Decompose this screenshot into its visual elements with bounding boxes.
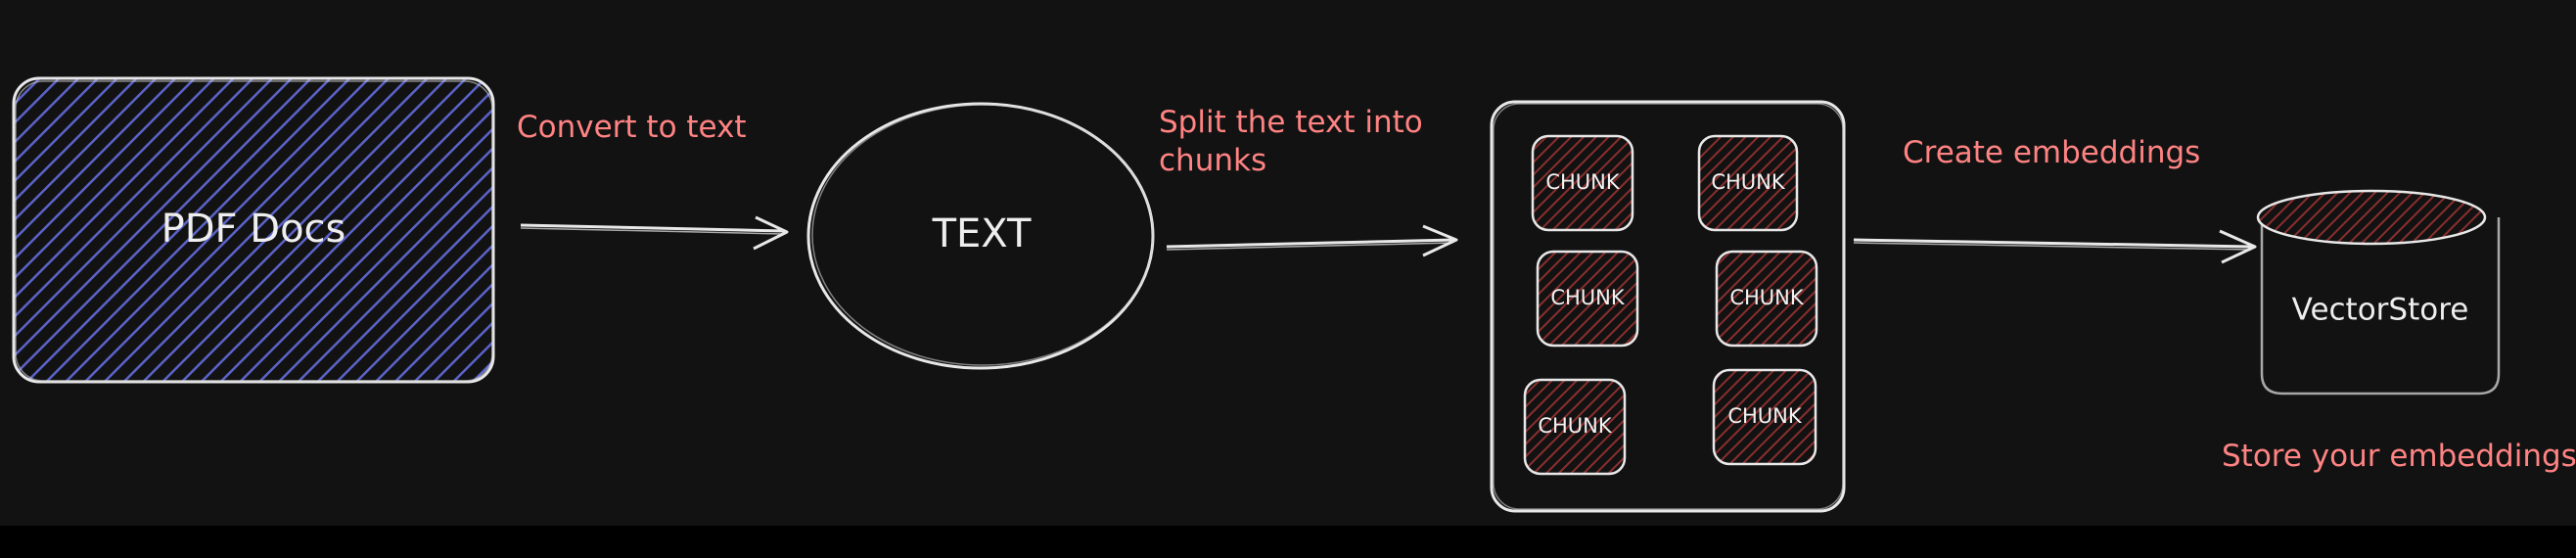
chunk-2-label: CHUNK [1711, 170, 1786, 194]
chunk-4-label: CHUNK [1729, 286, 1805, 309]
vectorstore-label: VectorStore [2292, 293, 2469, 328]
arrow-pdf-to-text [520, 215, 789, 251]
create-embeddings-label: Create embeddings [1903, 135, 2200, 170]
diagram-canvas: PDF Docs Convert to text TEXT Split the … [0, 0, 2576, 526]
text-node-label: TEXT [932, 211, 1032, 256]
store-embeddings-label: Store your embeddings [2222, 439, 2576, 474]
chunk-3: CHUNK [1536, 250, 1639, 348]
split-text-label-line2: chunks [1159, 143, 1266, 178]
chunk-4: CHUNK [1715, 250, 1818, 348]
convert-to-text-label: Convert to text [517, 110, 747, 145]
chunk-1-label: CHUNK [1545, 170, 1621, 194]
vectorstore-node: VectorStore [2256, 189, 2501, 395]
pdf-docs-node: PDF Docs [12, 76, 495, 384]
chunks-container [1490, 100, 1846, 513]
chunk-5: CHUNK [1523, 378, 1627, 476]
chunk-6: CHUNK [1712, 368, 1817, 466]
chunk-1: CHUNK [1531, 134, 1634, 232]
arrow-text-to-chunks [1166, 224, 1458, 257]
chunk-5-label: CHUNK [1538, 414, 1613, 438]
text-node: TEXT [806, 102, 1155, 370]
arrow-chunks-to-vectorstore [1853, 229, 2257, 264]
bottom-bar [0, 526, 2576, 558]
pdf-docs-label: PDF Docs [161, 207, 346, 252]
split-text-label-line1: Split the text into [1159, 105, 1423, 140]
chunk-2: CHUNK [1697, 134, 1799, 232]
flow-diagram: PDF Docs Convert to text TEXT Split the … [12, 76, 2576, 513]
chunk-6-label: CHUNK [1727, 404, 1803, 428]
chunk-3-label: CHUNK [1550, 286, 1626, 309]
